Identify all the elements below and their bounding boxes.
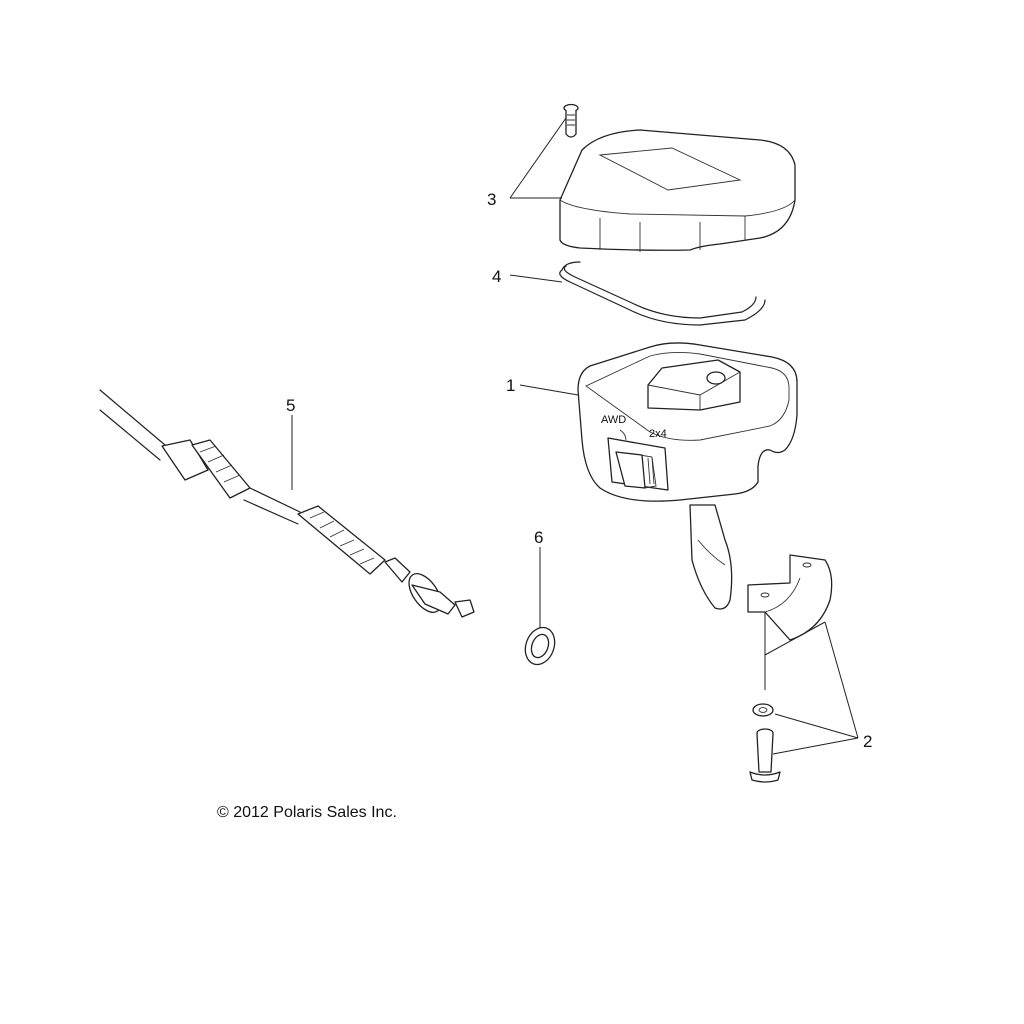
- two-wheel-drive-marking: 2x4: [649, 428, 667, 440]
- callout-1: 1: [506, 376, 515, 395]
- callout-4: 4: [492, 267, 501, 286]
- leader-lines: [291, 117, 859, 755]
- clamp-part: [747, 554, 833, 641]
- throttle-cable-part: [99, 389, 475, 618]
- washer-part: [524, 626, 556, 666]
- callout-6: 6: [534, 528, 543, 547]
- awd-marking: AWD: [601, 414, 626, 426]
- callout-2: 2: [863, 732, 872, 751]
- gasket-part: [559, 261, 766, 326]
- callout-5: 5: [286, 396, 295, 415]
- lock-washer: [752, 703, 774, 717]
- copyright-text: © 2012 Polaris Sales Inc.: [217, 804, 397, 821]
- cover-part: [559, 129, 796, 252]
- callout-3: 3: [487, 190, 496, 209]
- cover-screw: [563, 103, 579, 138]
- housing-part: [577, 342, 798, 610]
- clamp-bolt: [749, 728, 781, 783]
